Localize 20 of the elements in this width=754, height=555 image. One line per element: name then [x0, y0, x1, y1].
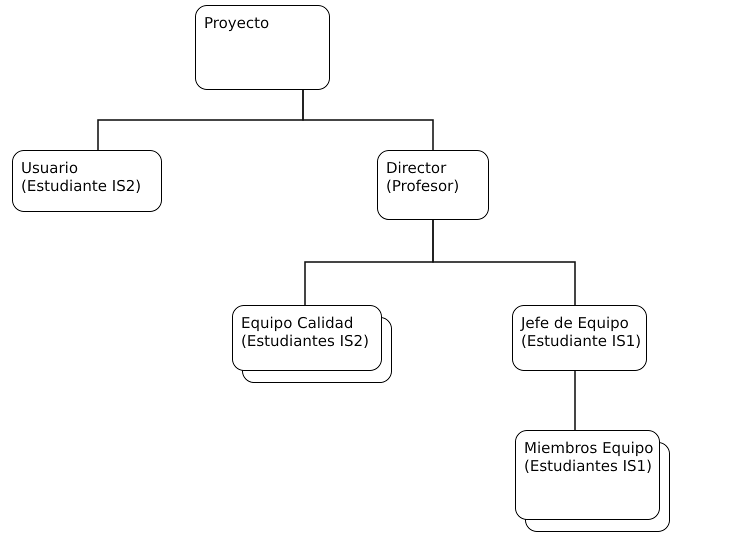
role-title: Director [386, 159, 448, 177]
connector-line [432, 220, 576, 305]
org-box [512, 305, 647, 371]
role-title: Equipo Calidad [241, 314, 354, 332]
org-box [195, 5, 330, 90]
role-detail: (Estudiantes IS1) [524, 457, 651, 475]
org-box [377, 150, 489, 220]
org-box [232, 305, 382, 371]
connector-line [574, 371, 576, 430]
connector-line [302, 90, 434, 150]
role-detail: (Estudiantes IS2) [241, 332, 370, 350]
role-title: Usuario [21, 159, 80, 177]
role-title: Miembros Equipo [524, 439, 651, 457]
role-detail: (Estudiante IS1) [521, 332, 638, 350]
org-box [515, 430, 660, 520]
role-title: Proyecto [204, 14, 270, 32]
role-detail: (Profesor) [386, 177, 460, 195]
role-detail: (Estudiante IS2) [21, 177, 142, 195]
org-box [12, 150, 162, 212]
role-title: Jefe de Equipo [521, 314, 630, 332]
